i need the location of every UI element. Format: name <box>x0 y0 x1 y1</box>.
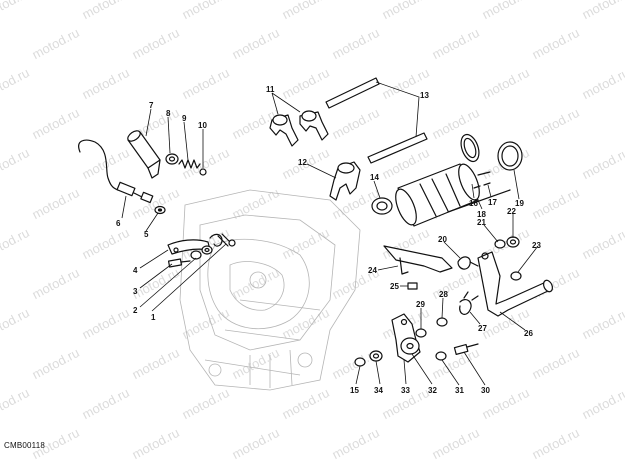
cam-plate-part-32 <box>400 337 420 355</box>
neutral-switch-part-6 <box>78 139 154 204</box>
callout-12: 12 <box>298 158 307 167</box>
ring-part-15-top <box>460 133 480 163</box>
pin-part-17 <box>473 182 491 189</box>
callout-9: 9 <box>182 114 187 123</box>
drawing-code: CMB00118 <box>4 441 46 450</box>
callout-3: 3 <box>133 287 138 296</box>
callout-1: 1 <box>151 313 156 322</box>
callout-23: 23 <box>532 241 541 250</box>
cam-lever-part-33 <box>391 313 421 363</box>
engine-casing-outline <box>179 189 361 391</box>
washer-part-2 <box>190 245 213 260</box>
callout-19: 19 <box>515 199 524 208</box>
callout-13: 13 <box>420 91 429 100</box>
callout-16: 16 <box>469 199 478 208</box>
nut-part-23 <box>510 271 522 281</box>
washer-part-34 <box>369 350 383 362</box>
callout-27: 27 <box>478 324 487 333</box>
callout-10: 10 <box>198 121 207 130</box>
callout-24: 24 <box>368 266 377 275</box>
washer-part-14 <box>371 197 393 215</box>
callout-2: 2 <box>133 306 138 315</box>
drum-shaft-part-18 <box>447 189 511 213</box>
spring-part-20 <box>457 256 479 270</box>
callout-7: 7 <box>149 101 154 110</box>
callout-labels: 1 2 3 4 5 6 7 8 9 10 11 12 13 14 15 16 1… <box>116 85 541 395</box>
callout-28: 28 <box>439 290 448 299</box>
callout-26: 26 <box>524 329 533 338</box>
callout-6: 6 <box>116 219 121 228</box>
sleeve-part-7 <box>127 130 161 179</box>
callout-29: 29 <box>416 300 425 309</box>
callout-17: 17 <box>488 198 497 207</box>
callout-4: 4 <box>133 266 138 275</box>
bolt-part-3 <box>167 258 191 268</box>
selector-drum-part-16 <box>395 163 491 227</box>
callout-14: 14 <box>370 173 379 182</box>
callout-31: 31 <box>455 386 464 395</box>
shift-fork-part-12 <box>329 161 361 201</box>
callout-33: 33 <box>401 386 410 395</box>
callout-25: 25 <box>390 282 399 291</box>
callout-5: 5 <box>144 230 149 239</box>
washer-part-31 <box>435 351 447 361</box>
lever-plate-part-24 <box>383 245 453 275</box>
callout-22: 22 <box>507 207 516 216</box>
callout-21: 21 <box>477 218 486 227</box>
spring-part-9 <box>178 159 201 169</box>
leader-lines <box>121 81 539 386</box>
callout-20: 20 <box>438 235 447 244</box>
bolt-part-30 <box>453 343 479 356</box>
washer-part-21 <box>494 239 506 249</box>
shift-shaft-part-26 <box>477 251 554 317</box>
pin-part-28 <box>436 317 448 327</box>
callout-32: 32 <box>428 386 437 395</box>
washer-part-8 <box>165 153 179 165</box>
callout-34: 34 <box>374 386 383 395</box>
ball-part-10 <box>199 168 207 176</box>
callout-8: 8 <box>166 109 171 118</box>
shift-fork-part-11 <box>269 110 329 147</box>
callout-15: 15 <box>350 386 359 395</box>
circlip-part-19 <box>497 141 523 171</box>
fork-shaft-part-13 <box>325 77 428 164</box>
washer-part-29 <box>415 328 427 338</box>
pin-part-25 <box>407 282 418 290</box>
spring-part-27 <box>459 291 479 315</box>
callout-30: 30 <box>481 386 490 395</box>
spring-part-1 <box>209 233 236 247</box>
callout-18: 18 <box>477 210 486 219</box>
washer-part-22 <box>506 236 520 248</box>
washer-part-15 <box>354 357 366 367</box>
washer-part-5 <box>154 205 166 215</box>
callout-11: 11 <box>266 85 275 94</box>
